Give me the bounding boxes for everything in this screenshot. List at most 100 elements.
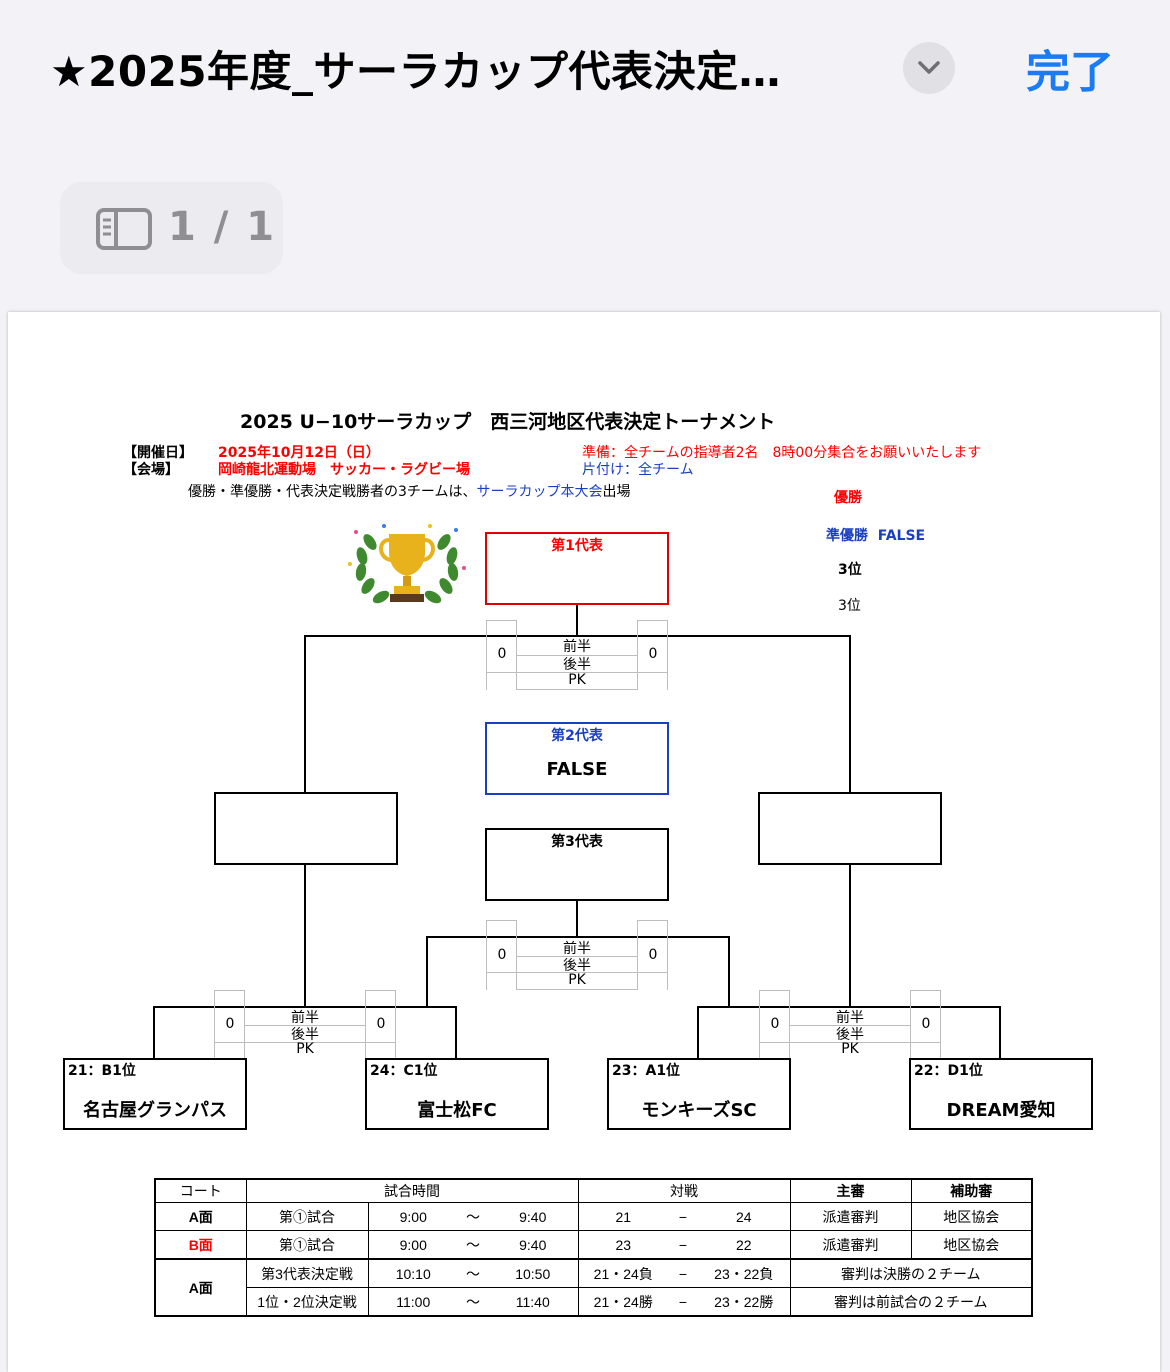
advance-link: サーラカップ本大会 bbox=[476, 484, 603, 500]
trophy-icon bbox=[348, 524, 466, 604]
final-second-half: 後半 bbox=[563, 657, 591, 673]
end-cell: 10:50 bbox=[488, 1258, 579, 1288]
rep2-value: FALSE bbox=[546, 759, 608, 780]
venue-value: 岡崎龍北運動場 サッカー・ラグビー場 bbox=[218, 462, 470, 478]
title-menu-button[interactable] bbox=[903, 42, 955, 94]
team-seed: 23：A1位 bbox=[612, 1063, 681, 1079]
dash-cell: − bbox=[668, 1287, 698, 1317]
team-box: 24：C1位 富士松FC bbox=[365, 1058, 549, 1130]
rep3-label: 第3代表 bbox=[551, 834, 603, 850]
tilde-cell: ～ bbox=[458, 1230, 488, 1260]
header-match: 対戦 bbox=[577, 1178, 791, 1203]
referee-cell: 派遣審判 bbox=[789, 1202, 912, 1231]
team-seed: 21：B1位 bbox=[68, 1063, 136, 1079]
home-cell: 21・24負 bbox=[577, 1258, 668, 1288]
semi-right-score-left: 0 bbox=[770, 1016, 780, 1032]
date-value: 2025年10月12日（日） bbox=[218, 445, 380, 461]
referee-cell: 派遣審判 bbox=[789, 1230, 912, 1260]
header-assistant: 補助審 bbox=[910, 1178, 1033, 1203]
match-cell: 第3代表決定戦 bbox=[245, 1258, 369, 1288]
semi-left-winner-box bbox=[214, 792, 398, 865]
away-cell: 23・22勝 bbox=[698, 1287, 791, 1317]
semi-right-pk: PK bbox=[841, 1041, 859, 1057]
final-first-half: 前半 bbox=[563, 639, 591, 655]
semi-left-score-left: 0 bbox=[225, 1016, 235, 1032]
match-cell: 第①試合 bbox=[245, 1230, 369, 1260]
legend-winner: 優勝 bbox=[834, 490, 862, 506]
start-cell: 10:10 bbox=[367, 1258, 458, 1288]
team-seed: 22：D1位 bbox=[914, 1063, 983, 1079]
home-cell: 21・24勝 bbox=[577, 1287, 668, 1317]
semi-left-score-right: 0 bbox=[376, 1016, 386, 1032]
chevron-down-icon bbox=[918, 61, 940, 74]
team-box: 23：A1位 モンキーズSC bbox=[607, 1058, 791, 1130]
top-bar: ★2025年度_サーラカップ代表決定… 完了 bbox=[0, 0, 1170, 140]
team-box: 21：B1位 名古屋グランパス bbox=[63, 1058, 247, 1130]
home-cell: 21 bbox=[577, 1202, 668, 1231]
away-cell: 22 bbox=[698, 1230, 791, 1260]
tilde-cell: ～ bbox=[458, 1202, 488, 1231]
third-score-right: 0 bbox=[648, 947, 658, 963]
table-row: B面 第①試合 9:00 ～ 9:40 23 − 22 派遣審判 地区協会 bbox=[154, 1230, 1033, 1260]
third-second-half: 後半 bbox=[563, 958, 591, 974]
match-cell: 第①試合 bbox=[245, 1202, 369, 1231]
rep1-box: 第1代表 bbox=[485, 532, 669, 605]
end-cell: 11:40 bbox=[488, 1287, 579, 1317]
team-seed: 24：C1位 bbox=[370, 1063, 438, 1079]
done-button[interactable]: 完了 bbox=[1026, 47, 1114, 98]
team-name: 富士松FC bbox=[417, 1100, 497, 1121]
advance-note: 優勝・準優勝・代表決定戦勝者の3チームは、サーラカップ本大会出場 bbox=[188, 481, 631, 501]
semi-right-first-half: 前半 bbox=[836, 1010, 864, 1026]
advance-suffix: 出場 bbox=[602, 484, 631, 500]
rep3-box: 第3代表 bbox=[485, 828, 669, 901]
document-title[interactable]: ★2025年度_サーラカップ代表決定… bbox=[50, 47, 782, 96]
advance-prefix: 優勝・準優勝・代表決定戦勝者の3チームは、 bbox=[188, 484, 477, 500]
team-name: 名古屋グランパス bbox=[83, 1100, 227, 1121]
court-cell: B面 bbox=[154, 1230, 247, 1260]
venue-label: 【会場】 bbox=[123, 462, 179, 478]
page-indicator[interactable]: 1 / 1 bbox=[60, 182, 283, 274]
doc-title: 2025 U−10サーラカップ 西三河地区代表決定トーナメント bbox=[240, 411, 776, 433]
third-score-left: 0 bbox=[497, 947, 507, 963]
legend-third-a: 3位 bbox=[838, 562, 862, 578]
start-cell: 9:00 bbox=[367, 1230, 458, 1260]
court-cell: A面 bbox=[154, 1202, 247, 1231]
table-row: A面 第①試合 9:00 ～ 9:40 21 − 24 派遣審判 地区協会 bbox=[154, 1202, 1033, 1231]
table-row: 1位・2位決定戦 11:00 ～ 11:40 21・24勝 − 23・22勝 審… bbox=[155, 1287, 1033, 1317]
away-cell: 24 bbox=[698, 1202, 791, 1231]
tilde-cell: ～ bbox=[458, 1258, 488, 1288]
cleanup-note: 片付け：全チーム bbox=[582, 462, 694, 478]
legend-runner: 準優勝 FALSE bbox=[826, 525, 925, 545]
semi-right-second-half: 後半 bbox=[836, 1027, 864, 1043]
away-cell: 23・22負 bbox=[698, 1258, 791, 1288]
legend-runner-value: FALSE bbox=[877, 528, 926, 544]
semi-right-score-right: 0 bbox=[921, 1016, 931, 1032]
referee-note-cell: 審判は決勝の２チーム bbox=[789, 1258, 1033, 1288]
dash-cell: − bbox=[668, 1202, 698, 1231]
rep2-box: 第2代表 FALSE bbox=[485, 722, 669, 795]
pdf-page: 2025 U−10サーラカップ 西三河地区代表決定トーナメント 【開催日】 20… bbox=[8, 312, 1160, 1372]
legend-runner-label: 準優勝 bbox=[826, 528, 868, 544]
team-box: 22：D1位 DREAM愛知 bbox=[909, 1058, 1093, 1130]
schedule-table: コート 試合時間 対戦 主審 補助審 A面 第①試合 9:00 ～ 9:40 2… bbox=[154, 1178, 1033, 1317]
legend-third-b: 3位 bbox=[838, 598, 861, 614]
table-header-row: コート 試合時間 対戦 主審 補助審 bbox=[154, 1178, 1033, 1203]
header-referee: 主審 bbox=[789, 1178, 912, 1203]
start-cell: 11:00 bbox=[367, 1287, 458, 1317]
team-name: モンキーズSC bbox=[641, 1100, 757, 1121]
page-count: 1 / 1 bbox=[168, 204, 277, 250]
final-pk: PK bbox=[568, 672, 586, 688]
end-cell: 9:40 bbox=[488, 1202, 579, 1231]
final-score-left: 0 bbox=[497, 646, 507, 662]
third-first-half: 前半 bbox=[563, 941, 591, 957]
header-court: コート bbox=[154, 1178, 247, 1203]
sidebar-icon bbox=[96, 208, 152, 250]
prep-note: 準備：全チームの指導者2名 8時00分集合をお願いいたします bbox=[582, 445, 982, 461]
final-score-right: 0 bbox=[648, 646, 658, 662]
match-cell: 1位・2位決定戦 bbox=[245, 1287, 369, 1317]
rep2-label: 第2代表 bbox=[551, 728, 603, 744]
rep1-label: 第1代表 bbox=[551, 538, 603, 554]
assistant-cell: 地区協会 bbox=[910, 1230, 1033, 1260]
header-time: 試合時間 bbox=[245, 1178, 579, 1203]
team-name: DREAM愛知 bbox=[946, 1100, 1056, 1121]
